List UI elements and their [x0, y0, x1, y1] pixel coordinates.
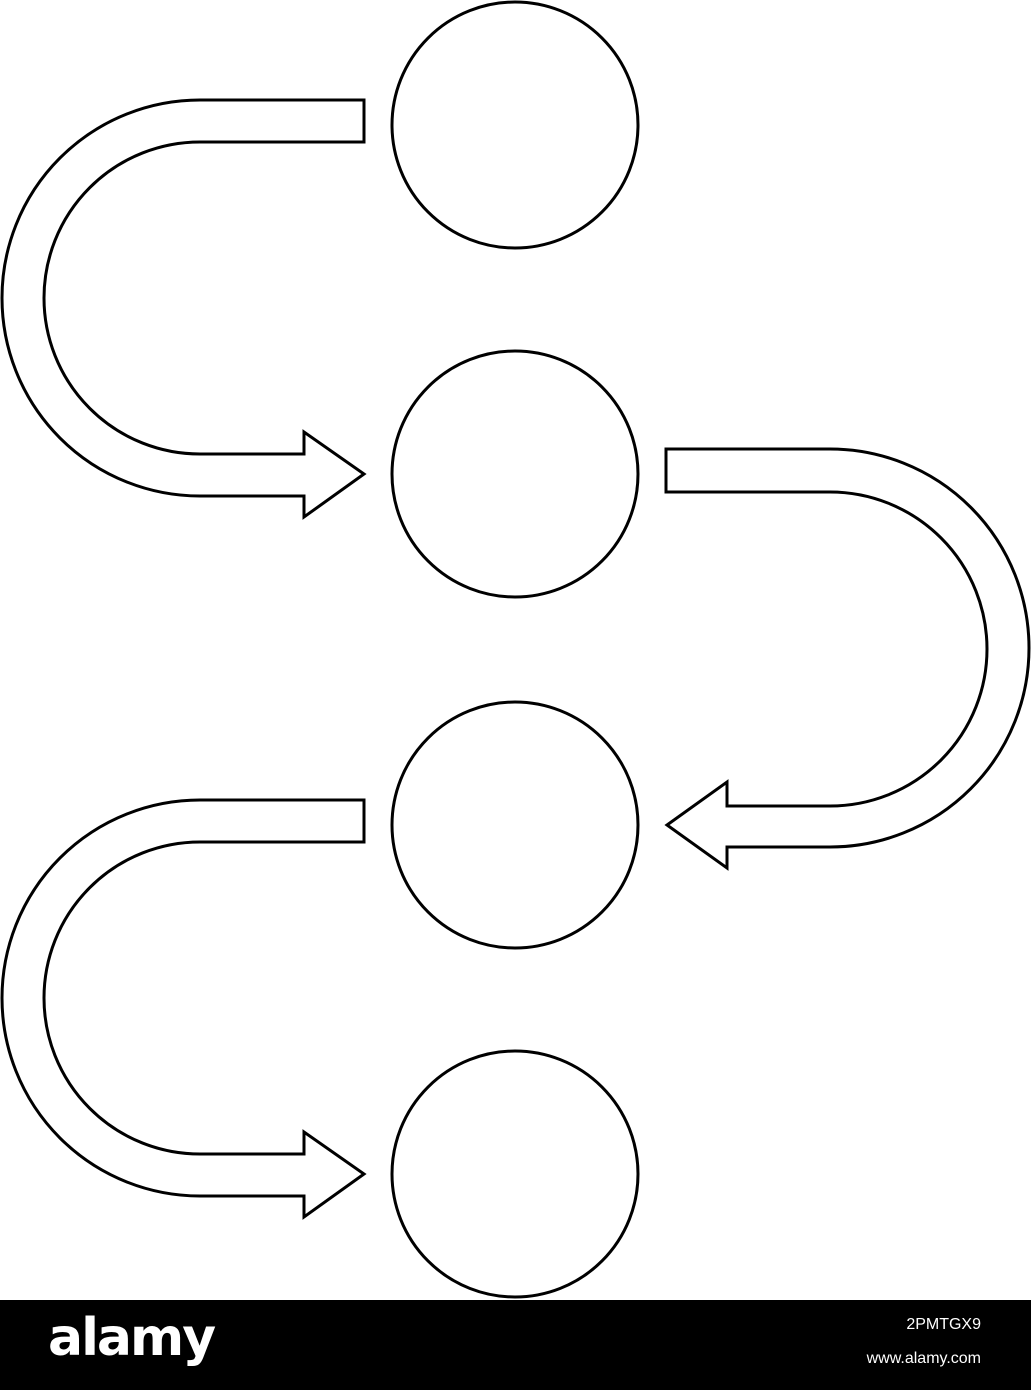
image-id-label: 2PMTGX9: [906, 1316, 981, 1333]
curved-arrow-2-to-3: [664, 447, 1031, 871]
node-1-circle: [390, 0, 640, 250]
node-3-circle: [390, 700, 640, 950]
curved-arrow-1-to-2: [0, 98, 367, 520]
curved-arrow-3-to-4: [0, 798, 367, 1220]
flow-diagram: [0, 0, 1031, 1299]
node-4-circle: [390, 1049, 640, 1299]
watermark-footer: alamy 2PMTGX9 www.alamy.com: [0, 1300, 1031, 1390]
node-2-circle: [390, 349, 640, 599]
alamy-logo: alamy: [48, 1308, 216, 1368]
site-url-label: www.alamy.com: [866, 1350, 981, 1367]
